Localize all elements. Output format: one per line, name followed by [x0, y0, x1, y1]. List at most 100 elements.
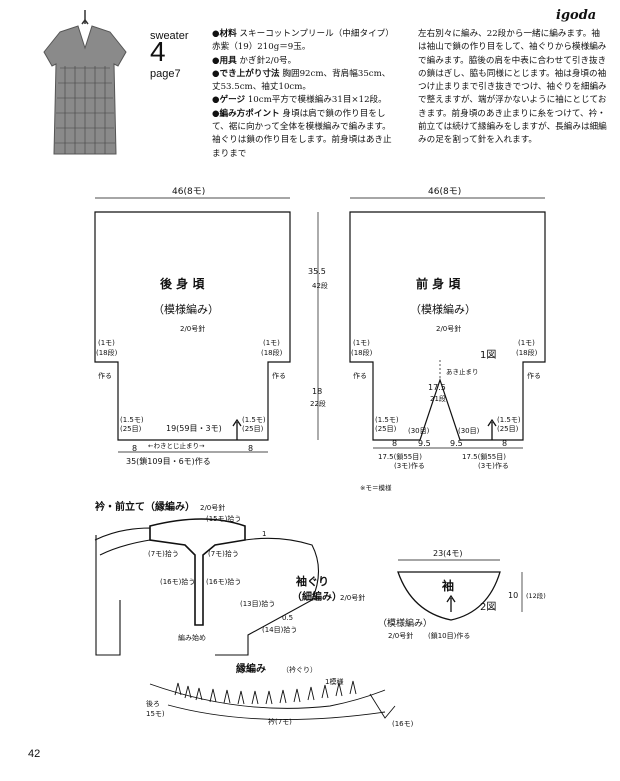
front-inset-right: 8 — [502, 439, 507, 448]
front-left-armhole: 作る — [353, 371, 367, 380]
edging-sub: （衿ぐり） — [282, 665, 317, 674]
front-width-label: 46(8モ) — [428, 187, 461, 197]
front-neck-height: 17.5 — [428, 383, 446, 392]
front-title: 前 身 頃 — [416, 276, 461, 291]
size-row: ●でき上がり寸法 胸囲92cm、背肩幅35cm、丈53.5cm、袖丈10cm。 — [212, 68, 391, 93]
edging-collar-mod: 衿(7モ) — [268, 717, 292, 726]
sleeve-outline — [397, 571, 501, 621]
edging-title: 縁編み — [236, 662, 266, 675]
collar-hook: 2/0号針 — [200, 503, 225, 512]
fig1-label: 1図 — [480, 349, 496, 361]
front-right-arm-mod: (1モ) — [518, 339, 535, 347]
front-right-armhole: 作る — [527, 371, 541, 380]
armhole-rows14: (14目)拾う — [262, 625, 297, 634]
collar-body-right — [215, 537, 320, 656]
points-row: ●編み方ポイント 身頃は肩で鎖の作り目をして、裾に向かって全体を模様編みで編みま… — [212, 108, 392, 159]
tool-row: ●用具 かぎ針2/0号。 — [212, 55, 297, 66]
front-hook-label: 2/0号針 — [436, 324, 461, 333]
front-neck-rows: 21段 — [430, 394, 446, 403]
sleeve-height: 10 — [508, 591, 518, 600]
back-left-arm-rows: (18段) — [96, 348, 118, 357]
armhole-rows13: (13目)拾う — [240, 599, 275, 608]
back-center-width: 19(59目・3モ) — [166, 424, 222, 433]
page-number: 42 — [28, 748, 41, 760]
sleeve-pattern: （模様編み） — [378, 617, 432, 629]
armhole-half: 0.5 — [282, 614, 293, 622]
edging-bottom — [167, 704, 386, 720]
back-right-armhole: 作る — [272, 371, 286, 380]
materials-list: ●材料 スキーコットンプリール（中細タイプ）赤紫（19）210g＝9玉。 ●用具… — [212, 28, 392, 161]
front-neck-label: あき止まり — [446, 367, 479, 376]
front-band-left: (16モ)拾う — [160, 577, 195, 586]
edging-one-pattern: 1模様 — [325, 677, 343, 686]
front-hem-mod-right: (1.5モ) — [497, 416, 521, 424]
front-center-right: 9.5 — [450, 439, 463, 448]
front-hem-right: 17.5(鎖55目) — [462, 452, 506, 461]
back-right-arm-mod: (1モ) — [263, 339, 280, 347]
back-hem-rows: (25目) — [120, 425, 142, 433]
front-left-arm-mod: (1モ) — [353, 339, 370, 347]
edging-shells — [174, 680, 357, 705]
front-pattern-label: （模様編み） — [410, 302, 476, 316]
edging-base — [149, 683, 386, 709]
front-right-arm-rows: (18段) — [516, 348, 538, 357]
collar-pick-left: (7モ)拾う — [148, 549, 179, 558]
front-left-arm-rows: (18段) — [351, 348, 373, 357]
front-band-right: (16モ)拾う — [206, 577, 241, 586]
brand-logo: igoda — [556, 8, 597, 23]
back-inset-left: 8 — [132, 444, 137, 453]
collar-body-left — [94, 527, 151, 556]
back-width-label: 46(8モ) — [172, 187, 205, 197]
front-hem-rows-left: (25目) — [375, 425, 397, 433]
armhole-title: 袖ぐり — [296, 574, 329, 588]
back-slit: ←わきとじ止まり→ — [148, 441, 205, 450]
front-hem-rows-right: (25目) — [497, 425, 519, 433]
back-pattern-label: （模様編み） — [153, 302, 219, 316]
sleeve-height-rows: (12段) — [526, 591, 546, 600]
armhole-sub: （細編み） — [292, 590, 342, 603]
sleeve-hook: 2/0号針 — [388, 631, 413, 640]
front-center-stitches-left: (30目) — [408, 427, 430, 435]
pattern-number: 4 — [150, 36, 166, 67]
collar-one: 1 — [262, 530, 266, 538]
edging-back: 後ろ — [146, 699, 160, 708]
pattern-note: ※モ＝模様 — [360, 483, 392, 492]
material-row: ●材料 スキーコットンプリール（中細タイプ）赤紫（19）210g＝9玉。 — [212, 29, 390, 53]
back-hem-rows-right: (25目) — [242, 425, 264, 433]
front-hem-left-note: (3モ)作る — [394, 461, 425, 470]
sweater-photo — [43, 10, 127, 155]
front-center-stitches-right: (30目) — [458, 427, 480, 435]
back-body-outline — [94, 211, 291, 441]
sleeve-chain: (鎖10目)作る — [428, 631, 470, 640]
total-height: 35.5 — [308, 267, 326, 276]
back-hook-label: 2/0号針 — [180, 324, 205, 333]
side-height-rows: 22段 — [310, 399, 326, 408]
front-hem-left: 17.5(鎖55目) — [378, 452, 422, 461]
back-hem-mod-right: (1.5モ) — [242, 416, 266, 424]
sleeve-title: 袖 — [442, 578, 454, 593]
fig2-label: 2図 — [480, 601, 496, 613]
gauge-row: ●ゲージ 10cm平方で模様編み31目×12段。 — [212, 95, 387, 106]
category-label: sweater — [150, 30, 189, 42]
sleeve-width: 23(4モ) — [433, 549, 463, 558]
front-inset-left: 8 — [392, 439, 397, 448]
edging-back-mod: 15モ) — [146, 710, 165, 718]
back-title: 後 身 頃 — [160, 276, 205, 291]
back-hem-label: 35(鎖109目・6モ)作る — [126, 456, 211, 466]
front-body-outline — [349, 211, 546, 441]
armhole-hook: 2/0号針 — [340, 593, 365, 602]
total-height-rows: 42段 — [312, 281, 328, 290]
collar-pick-right: (7モ)拾う — [208, 549, 239, 558]
back-right-arm-rows: (18段) — [261, 348, 283, 357]
back-inset-right: 8 — [248, 444, 253, 453]
side-height: 18 — [312, 387, 322, 396]
back-left-arm-mod: (1モ) — [98, 339, 115, 347]
back-left-armhole: 作る — [98, 371, 112, 380]
edging-front-mod: (16モ) — [392, 720, 414, 728]
collar-neck — [149, 518, 246, 626]
front-center-left: 9.5 — [418, 439, 431, 448]
collar-pick-top: (15モ)拾う — [206, 514, 241, 523]
back-hem-mod: (1.5モ) — [120, 416, 144, 424]
instructions-text: 左右別々に編み、22段から一緒に編みます。袖は袖山で鎖の作り目をして、袖ぐりから… — [418, 29, 607, 146]
